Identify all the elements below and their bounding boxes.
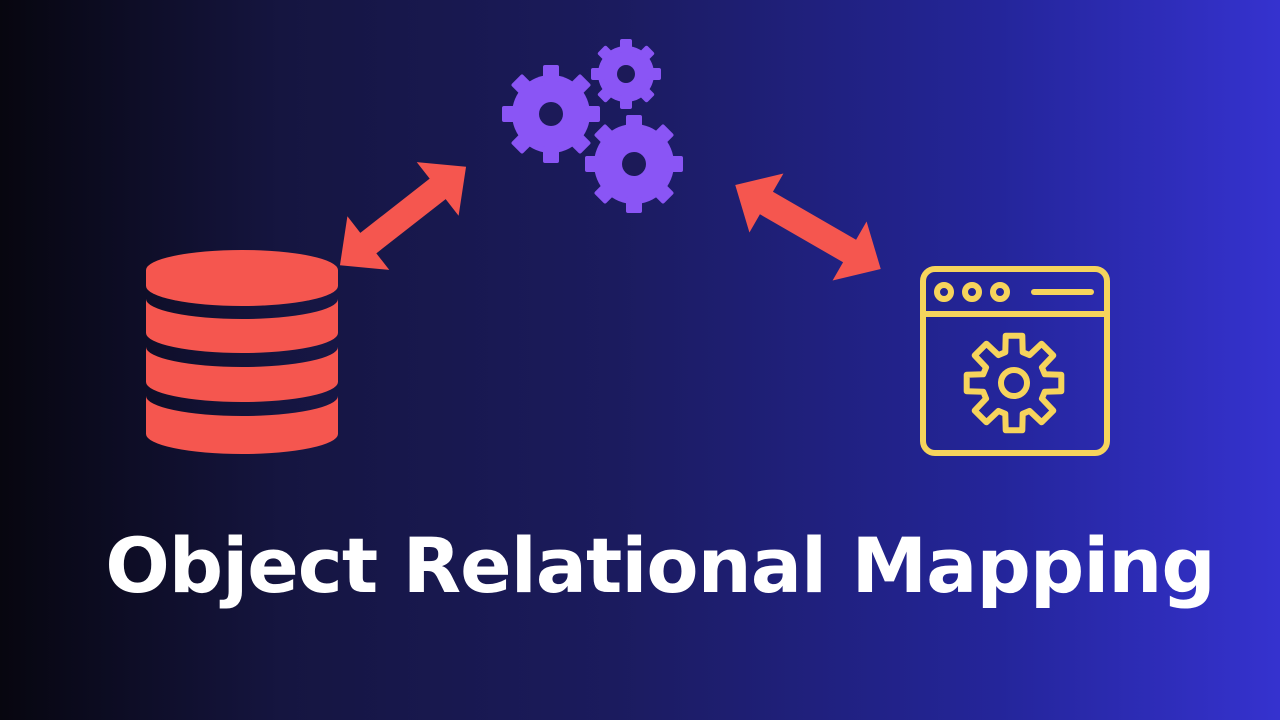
gears-icon	[502, 39, 683, 213]
gear-tooth	[626, 197, 642, 213]
gear-tooth	[597, 45, 615, 63]
database-layer-1	[146, 299, 338, 353]
gear-tooth	[652, 182, 674, 204]
gear-tooth	[591, 68, 605, 80]
app-window-frame	[920, 266, 1110, 456]
gear-tooth	[637, 85, 655, 103]
double-arrow-left-shape	[339, 162, 467, 270]
database-layer-3	[146, 396, 338, 454]
gear-hole	[617, 65, 635, 83]
double-arrow-right	[735, 173, 881, 281]
gear-large	[502, 65, 600, 163]
gear-hole	[622, 152, 646, 176]
gear-tooth	[511, 131, 534, 154]
gear-tooth	[597, 85, 615, 103]
gear-tooth	[543, 146, 559, 163]
page-title: Object Relational Mapping	[105, 521, 1216, 610]
gear-tooth	[667, 156, 683, 172]
gear-tooth	[594, 124, 616, 146]
gear-tooth	[583, 106, 600, 122]
gear-tooth	[568, 74, 591, 97]
gear-tooth	[620, 39, 632, 53]
settings-gear-icon	[963, 332, 1065, 434]
gear-tooth	[502, 106, 519, 122]
gear-small	[591, 39, 661, 109]
window-dot-3	[990, 282, 1010, 302]
gear-tooth	[647, 68, 661, 80]
gear-medium	[585, 115, 683, 213]
window-dot-2	[962, 282, 982, 302]
settings-gear-hub	[998, 367, 1030, 399]
gear-tooth	[585, 156, 601, 172]
gear-tooth	[511, 74, 534, 97]
database-top-disk	[146, 250, 338, 306]
database-icon	[146, 250, 338, 454]
window-dot-1	[934, 282, 954, 302]
gear-tooth	[637, 45, 655, 63]
database-layer-2	[146, 347, 338, 402]
gear-hole	[539, 102, 563, 126]
gear-tooth	[620, 95, 632, 109]
double-arrow-right-shape	[735, 173, 881, 281]
app-window-settings-icon	[920, 266, 1110, 456]
gear-tooth	[594, 182, 616, 204]
gear-tooth	[568, 131, 591, 154]
gear-tooth	[652, 124, 674, 146]
gear-tooth	[626, 115, 642, 131]
gear-tooth	[543, 65, 559, 82]
double-arrow-left	[339, 162, 467, 270]
